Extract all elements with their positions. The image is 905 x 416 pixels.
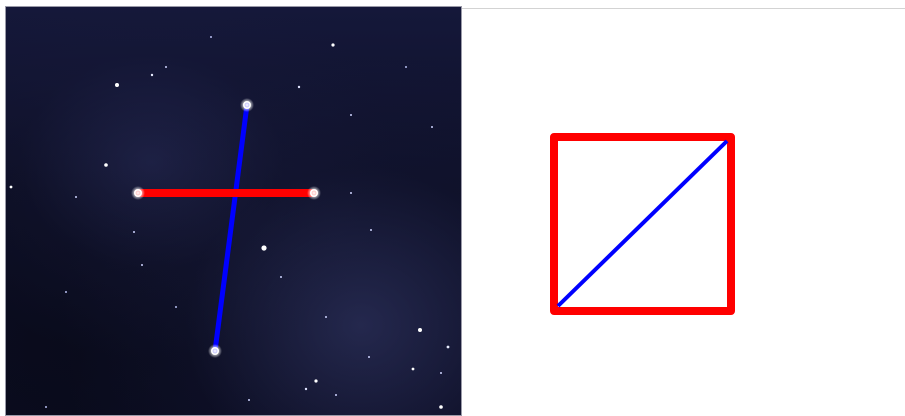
star: [350, 192, 352, 194]
star: [210, 36, 212, 38]
top-divider: [462, 8, 905, 9]
star: [447, 346, 450, 349]
star: [151, 74, 153, 76]
star: [418, 328, 422, 332]
star: [440, 372, 442, 374]
star: [412, 368, 415, 371]
star: [175, 306, 177, 308]
star: [431, 126, 433, 128]
square-diagram-canvas: [546, 130, 738, 320]
star: [141, 264, 143, 266]
star: [335, 394, 337, 396]
star: [331, 43, 334, 46]
square-diagram: [546, 130, 738, 320]
star: [405, 66, 407, 68]
endpoint-stars: [131, 98, 321, 358]
star: [439, 405, 443, 409]
star: [325, 316, 327, 318]
star: [75, 196, 77, 198]
star: [115, 83, 119, 87]
star: [248, 399, 250, 401]
blue-diagonal-line: [558, 141, 727, 306]
star: [280, 276, 282, 278]
night-sky-image[interactable]: [5, 6, 462, 416]
star: [305, 388, 307, 390]
star: [370, 229, 372, 231]
star: [65, 291, 67, 293]
vertical-blue-line[interactable]: [215, 105, 247, 351]
star: [104, 163, 108, 167]
top-endpoint-star[interactable]: [240, 98, 254, 112]
star: [133, 231, 135, 233]
right-endpoint-star[interactable]: [307, 186, 321, 200]
star: [165, 66, 167, 68]
star: [350, 114, 352, 116]
night-sky-canvas: [6, 7, 461, 415]
star: [298, 86, 300, 88]
star: [10, 186, 13, 189]
star: [368, 356, 370, 358]
bottom-endpoint-star[interactable]: [208, 344, 222, 358]
star: [45, 406, 47, 408]
star: [314, 379, 317, 382]
left-endpoint-star[interactable]: [131, 186, 145, 200]
star: [261, 245, 266, 250]
